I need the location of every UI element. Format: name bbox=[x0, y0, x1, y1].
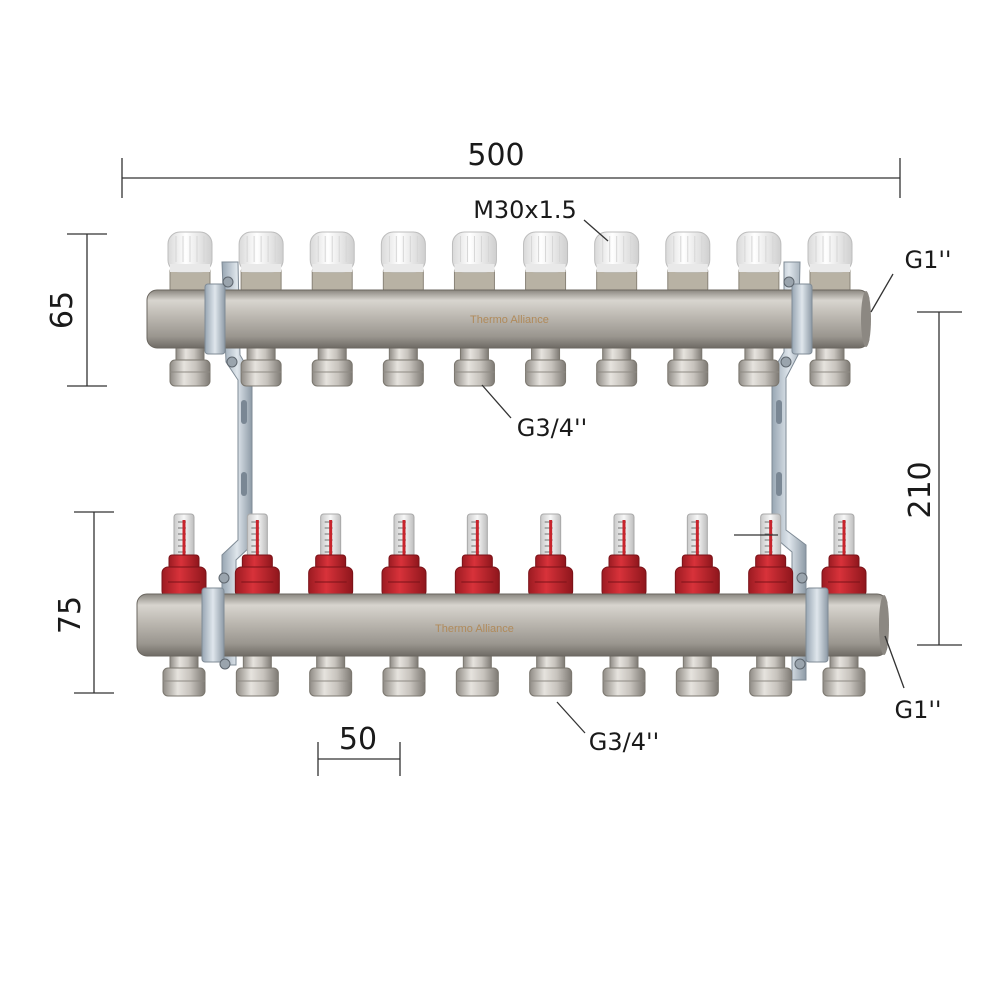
bracket-screw-icon bbox=[222, 276, 234, 288]
bar-spacing-label: 210 bbox=[903, 461, 938, 518]
right-bracket-slot bbox=[776, 400, 782, 424]
bracket-screw-icon bbox=[226, 356, 238, 368]
valve-cap bbox=[665, 231, 711, 293]
top-left-clamp bbox=[204, 283, 226, 355]
valve-cap bbox=[807, 231, 853, 293]
valve-cap bbox=[238, 231, 284, 293]
left-bracket-slot bbox=[241, 472, 247, 496]
bracket-screw-icon bbox=[783, 276, 795, 288]
flow-meter bbox=[161, 513, 207, 598]
bottom-right-clamp bbox=[805, 587, 829, 663]
flow-meter bbox=[381, 513, 427, 598]
top-valve-caps bbox=[167, 231, 853, 293]
outlet-nut bbox=[309, 651, 353, 697]
bottom-bar-inlet-end bbox=[879, 595, 889, 655]
bottom-inlet-thread-label: G1'' bbox=[894, 696, 941, 724]
bottom-inlet-leader bbox=[884, 635, 905, 689]
valve-cap bbox=[594, 231, 640, 293]
dimension-lines bbox=[67, 158, 962, 776]
outlet-nut bbox=[749, 651, 793, 697]
bottom-outlet-thread-label: G3/4'' bbox=[589, 728, 659, 756]
outlet-nut bbox=[311, 343, 353, 387]
outlet-nut bbox=[675, 651, 719, 697]
top-bar-inlet-end bbox=[861, 291, 871, 347]
bottom-left-clamp bbox=[201, 587, 225, 663]
bar-clamps bbox=[201, 276, 829, 670]
flow-meter bbox=[821, 513, 867, 598]
valve-cap bbox=[736, 231, 782, 293]
outlet-nut bbox=[455, 651, 499, 697]
outlet-nut bbox=[529, 651, 573, 697]
valve-cap bbox=[309, 231, 355, 293]
top-inlet-thread-label: G1'' bbox=[904, 246, 951, 274]
valve-cap bbox=[451, 231, 497, 293]
flow-meter bbox=[308, 513, 354, 598]
bracket-screw-icon bbox=[780, 356, 792, 368]
flow-meter bbox=[601, 513, 647, 598]
top-right-clamp bbox=[791, 283, 813, 355]
bottom-height-label: 75 bbox=[53, 596, 88, 634]
outlet-nut bbox=[382, 343, 424, 387]
outlet-pitch-label: 50 bbox=[339, 722, 377, 757]
overall-width-label: 500 bbox=[467, 138, 524, 173]
flow-meter bbox=[528, 513, 574, 598]
outlet-nut bbox=[602, 651, 646, 697]
top-outlet-leader bbox=[481, 384, 512, 419]
valve-cap bbox=[380, 231, 426, 293]
right-bracket-slot bbox=[776, 472, 782, 496]
outlet-nut bbox=[822, 651, 866, 697]
bracket-screw-icon bbox=[794, 658, 806, 670]
bottom-flow-meters bbox=[161, 513, 867, 598]
flow-meter bbox=[234, 513, 280, 598]
outlet-nut bbox=[240, 343, 282, 387]
outlet-nut bbox=[525, 343, 567, 387]
outlet-nut bbox=[596, 343, 638, 387]
outlet-nut bbox=[809, 343, 851, 387]
bracket-screw-icon bbox=[796, 572, 808, 584]
outlet-nut bbox=[453, 343, 495, 387]
left-bracket-slot bbox=[241, 400, 247, 424]
outlet-nut bbox=[162, 651, 206, 697]
bottom-outlet-nuts bbox=[162, 651, 866, 697]
top-brand-label: Thermo Alliance bbox=[470, 314, 549, 326]
outlet-nut bbox=[382, 651, 426, 697]
outlet-nut bbox=[667, 343, 709, 387]
flow-meter bbox=[674, 513, 720, 598]
top-height-label: 65 bbox=[45, 291, 80, 329]
bottom-brand-label: Thermo Alliance bbox=[435, 623, 514, 635]
outlet-nut bbox=[169, 343, 211, 387]
flow-meter bbox=[454, 513, 500, 598]
valve-thread-label: M30x1.5 bbox=[473, 196, 577, 224]
bottom-outlet-leader bbox=[556, 701, 586, 734]
valve-cap bbox=[523, 231, 569, 293]
bracket-screw-icon bbox=[219, 658, 231, 670]
outlet-nut bbox=[738, 343, 780, 387]
valve-thread-leader bbox=[583, 219, 609, 242]
valve-cap bbox=[167, 231, 213, 293]
bracket-screw-icon bbox=[218, 572, 230, 584]
outlet-nut bbox=[235, 651, 279, 697]
top-inlet-leader bbox=[870, 273, 894, 313]
flow-meter bbox=[748, 513, 794, 598]
top-outlet-nuts bbox=[169, 343, 851, 387]
dimension-labels: 500 65 75 210 50 M30x1.5 G1'' G3/4'' G1'… bbox=[45, 138, 952, 757]
top-outlet-thread-label: G3/4'' bbox=[517, 414, 587, 442]
